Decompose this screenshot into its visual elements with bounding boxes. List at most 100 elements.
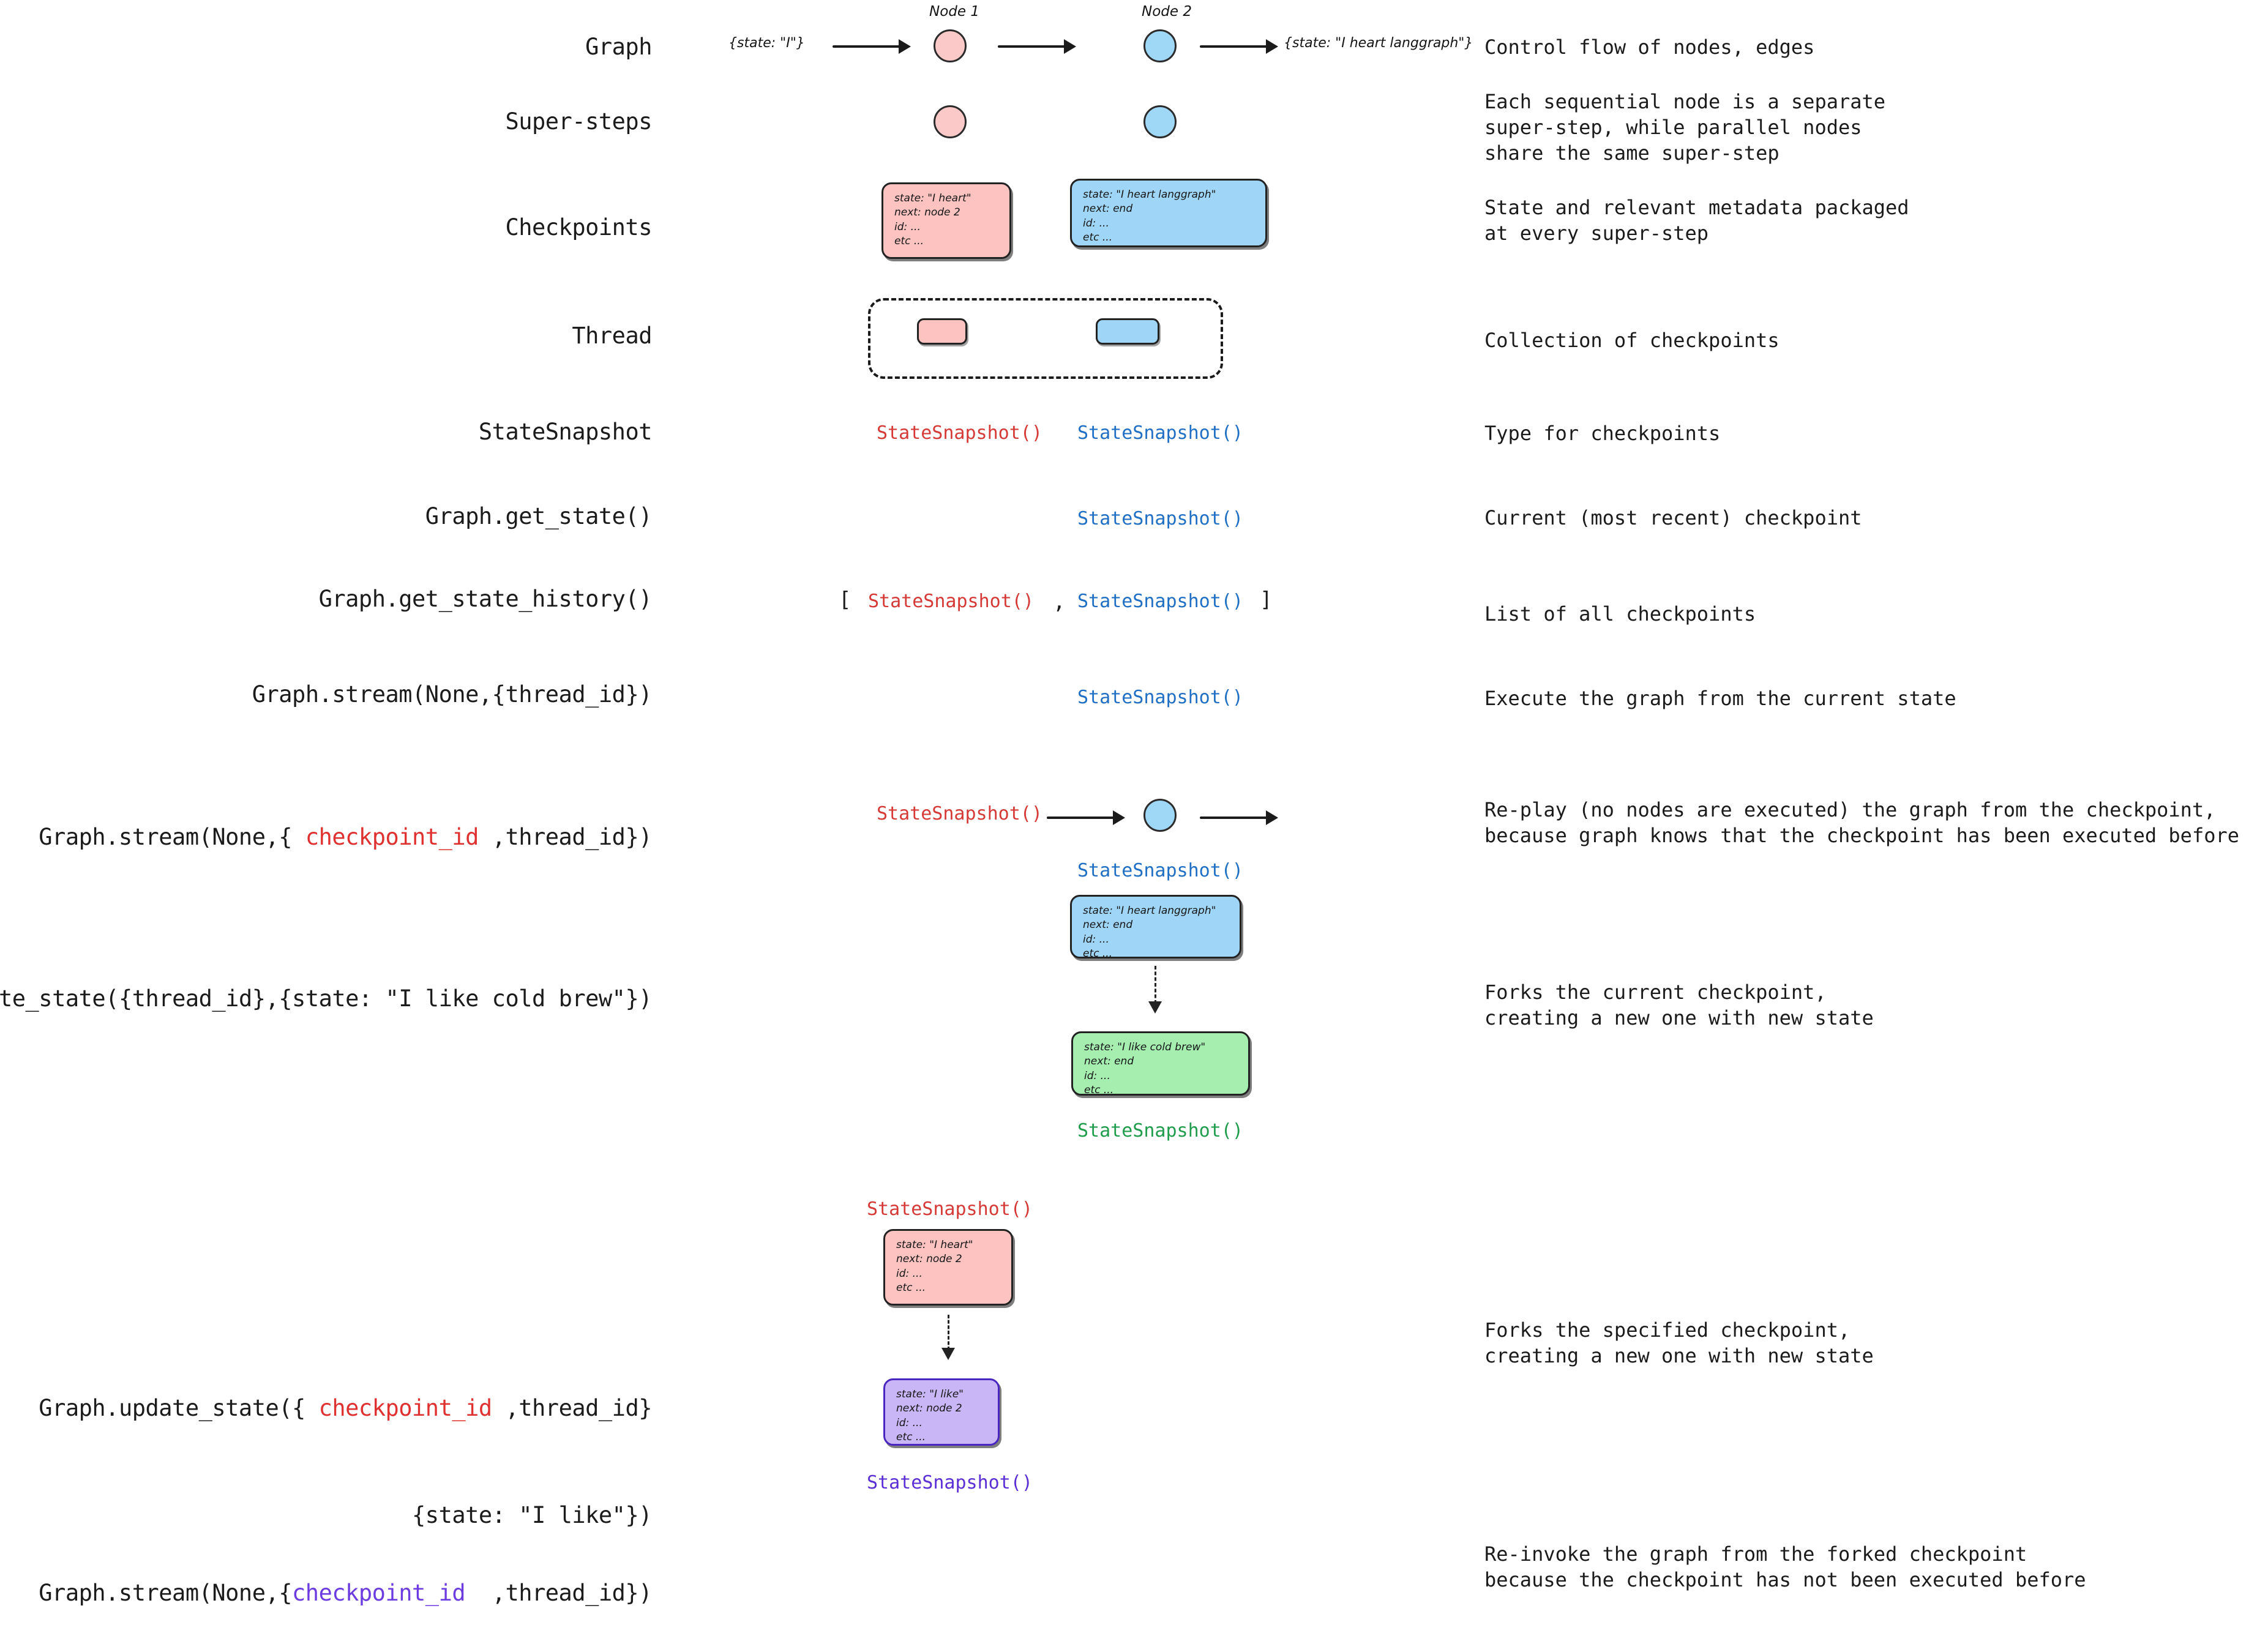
fork-dashed-line-ilike	[948, 1315, 949, 1350]
fork-arrowhead-coldbrew	[1148, 1001, 1162, 1014]
checkpoint-box-blue: state: "I heart langgraph" next: end id:…	[1070, 179, 1267, 247]
replay-result-snapshot: StateSnapshot()	[1077, 860, 1243, 881]
stream-cp-keyword: checkpoint_id	[305, 823, 479, 850]
checkpoint-line: state: "I heart"	[894, 192, 971, 204]
update-state-cp-line-1: Graph.update_state({ checkpoint_id ,thre…	[0, 1368, 652, 1448]
statesnapshot-label-blue: StateSnapshot()	[1077, 422, 1243, 444]
checkpoint-line: next: end	[1084, 1055, 1134, 1068]
row-label-get-state: Graph.get_state()	[425, 503, 653, 529]
desc-stream-checkpoint-line2: because graph knows that the checkpoint …	[1484, 824, 2239, 847]
stream-thread-result-snapshot: StateSnapshot()	[1077, 687, 1243, 708]
history-comma: ,	[1053, 589, 1066, 614]
checkpoint-line: id: ...	[896, 1267, 923, 1280]
desc-update-state-checkpoint-line1: Forks the specified checkpoint,	[1484, 1318, 1851, 1342]
checkpoint-line: next: end	[1083, 203, 1133, 215]
checkpoint-box-pink: state: "I heart" next: node 2 id: ... et…	[881, 182, 1011, 259]
graph-node-2	[1143, 29, 1177, 62]
history-snapshot-blue: StateSnapshot()	[1077, 591, 1243, 612]
node-2-title: Node 2	[1142, 4, 1192, 20]
desc-update-state-thread-line1: Forks the current checkpoint,	[1484, 981, 1827, 1004]
checkpoint-line: next: node 2	[894, 206, 960, 219]
fork-source-snapshot-red: StateSnapshot()	[867, 1198, 1033, 1220]
thread-container	[868, 298, 1223, 379]
graph-input-state-annotation: {state: "I"}	[728, 36, 805, 51]
forked-checkpoint-box-green: state: "I like cold brew" next: end id: …	[1071, 1031, 1250, 1096]
row-label-stream-forked: Graph.stream(None,{checkpoint_id ,thread…	[0, 1553, 652, 1633]
checkpoint-line: id: ...	[1084, 1069, 1110, 1082]
checkpoint-line: state: "I heart langgraph"	[1083, 189, 1216, 201]
checkpoint-line: etc ...	[896, 1431, 926, 1444]
checkpoint-line: etc ...	[896, 1282, 926, 1295]
history-close-bracket: ]	[1260, 588, 1273, 612]
checkpoint-line: next: node 2	[896, 1253, 962, 1266]
row-label-statesnapshot: StateSnapshot	[478, 419, 653, 445]
fork-source-checkpoint-box-pink: state: "I heart" next: node 2 id: ... et…	[883, 1229, 1013, 1306]
graph-output-state-annotation: {state: "I heart langgraph"}	[1284, 36, 1473, 51]
row-label-thread: Thread	[572, 323, 652, 349]
stream-forked-keyword: checkpoint_id	[292, 1579, 466, 1606]
update-state-cp-suffix: ,thread_id}	[492, 1394, 652, 1421]
desc-checkpoints-line2: at every super-step	[1484, 222, 1709, 245]
graph-edge-arrow-2	[998, 38, 1077, 55]
graph-edge-arrow-1	[833, 38, 912, 55]
statesnapshot-label-red: StateSnapshot()	[877, 422, 1042, 444]
row-label-update-state-checkpoint: Graph.update_state({ checkpoint_id ,thre…	[0, 1315, 652, 1582]
checkpoint-line: state: "I like cold brew"	[1084, 1041, 1206, 1053]
checkpoint-line: id: ...	[1083, 217, 1109, 230]
desc-update-state-checkpoint-line2: creating a new one with new state	[1484, 1344, 1874, 1367]
update-state-cp-line-2: {state: "I like"})	[412, 1501, 652, 1528]
stream-cp-suffix: ,thread_id})	[478, 823, 653, 850]
forked-snapshot-purple: StateSnapshot()	[867, 1472, 1033, 1493]
checkpoint-line: id: ...	[894, 220, 921, 233]
forked-checkpoint-box-purple: state: "I like" next: node 2 id: ... etc…	[883, 1378, 1000, 1446]
row-label-stream-thread: Graph.stream(None,{thread_id})	[252, 681, 653, 708]
desc-super-steps-line3: share the same super-step	[1484, 141, 1780, 165]
checkpoint-line: state: "I heart langgraph"	[1083, 905, 1216, 917]
thread-checkpoint-chip-blue	[1096, 318, 1159, 345]
stream-forked-prefix: Graph.stream(None,{	[39, 1579, 293, 1606]
checkpoint-line: etc ...	[1083, 231, 1113, 244]
super-step-node-2	[1143, 105, 1177, 138]
desc-checkpoints-line1: State and relevant metadata packaged	[1484, 196, 1909, 219]
desc-stream-forked-line2: because the checkpoint has not been exec…	[1484, 1568, 2086, 1591]
desc-update-state-thread-line2: creating a new one with new state	[1484, 1006, 1874, 1030]
node-1-title: Node 1	[929, 4, 979, 20]
replay-arrow-1	[1047, 809, 1126, 826]
desc-stream-checkpoint-line1: Re-play (no nodes are executed) the grap…	[1484, 798, 2216, 821]
fork-dashed-line-coldbrew	[1155, 966, 1156, 1004]
history-open-bracket: [	[839, 588, 851, 612]
replay-source-snapshot: StateSnapshot()	[877, 803, 1042, 824]
row-label-get-state-history: Graph.get_state_history()	[318, 586, 653, 612]
desc-statesnapshot: Type for checkpoints	[1484, 422, 1721, 445]
forked-snapshot-green: StateSnapshot()	[1077, 1120, 1243, 1142]
replay-checkpoint-box-blue: state: "I heart langgraph" next: end id:…	[1070, 895, 1241, 960]
desc-super-steps-line2: super-step, while parallel nodes	[1484, 116, 1862, 139]
super-step-node-1	[934, 105, 967, 138]
checkpoint-line: next: end	[1083, 919, 1133, 932]
history-snapshot-red: StateSnapshot()	[868, 591, 1034, 612]
checkpoint-line: next: node 2	[896, 1402, 962, 1415]
checkpoint-line: etc ...	[1083, 947, 1113, 960]
checkpoint-line: id: ...	[1083, 933, 1109, 946]
stream-cp-prefix: Graph.stream(None,{	[39, 823, 305, 850]
replay-arrow-2	[1200, 809, 1279, 826]
fork-arrowhead-ilike	[941, 1348, 955, 1360]
graph-edge-arrow-3	[1200, 38, 1279, 55]
thread-checkpoint-chip-pink	[917, 318, 967, 345]
row-label-checkpoints: Checkpoints	[505, 214, 652, 241]
checkpoint-line: state: "I like"	[896, 1388, 964, 1400]
replay-node-2	[1143, 799, 1177, 832]
row-label-stream-checkpoint: Graph.stream(None,{ checkpoint_id ,threa…	[0, 797, 652, 877]
checkpoint-line: etc ...	[1084, 1084, 1114, 1097]
checkpoint-line: etc ...	[894, 235, 924, 248]
stream-forked-suffix: ,thread_id})	[465, 1579, 653, 1606]
update-state-cp-keyword: checkpoint_id	[318, 1394, 493, 1421]
desc-get-state-history: List of all checkpoints	[1484, 602, 1756, 626]
desc-stream-thread: Execute the graph from the current state	[1484, 687, 1956, 710]
checkpoint-line: state: "I heart"	[896, 1239, 973, 1251]
row-label-update-state-thread: Graph.update_state({thread_id},{state: "…	[0, 985, 652, 1012]
desc-get-state: Current (most recent) checkpoint	[1484, 506, 1862, 529]
update-state-cp-prefix: Graph.update_state({	[39, 1394, 319, 1421]
row-label-super-steps: Super-steps	[505, 108, 652, 135]
graph-node-1	[934, 29, 967, 62]
